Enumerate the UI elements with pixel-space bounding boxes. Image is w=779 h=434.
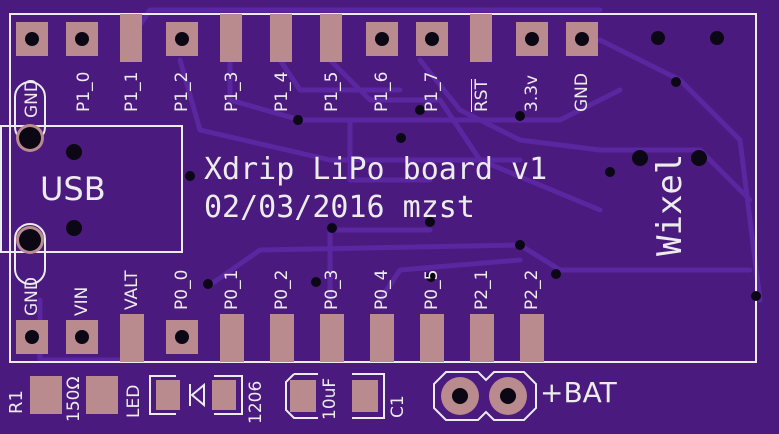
vias [185, 31, 761, 301]
pad-top-3[interactable] [120, 14, 142, 62]
label-c1: C1 [388, 395, 408, 418]
usb-label: USB [40, 170, 106, 208]
label-bottom-p0_0: P0_0 [172, 269, 192, 310]
pad-bottom-8[interactable] [370, 314, 394, 362]
top-header-pads [16, 14, 598, 62]
label-left-gnd-top: GND [22, 79, 42, 118]
pad-bottom-10[interactable] [470, 314, 494, 362]
pad-bottom-11[interactable] [520, 314, 544, 362]
label-top-p1_3: P1_3 [222, 71, 242, 112]
pad-bottom-6[interactable] [270, 314, 294, 362]
usb-hole-1 [66, 144, 82, 160]
label-bottom-p0_2: P0_2 [272, 269, 292, 310]
label-top-p1_2: P1_2 [172, 71, 192, 112]
c1-pad-1[interactable] [290, 380, 316, 412]
pad-top-7[interactable] [320, 14, 342, 62]
label-bottom-p2_2: P2_2 [522, 269, 542, 310]
label-bottom-p0_3: P0_3 [322, 269, 342, 310]
r1-pad-1[interactable] [30, 376, 62, 414]
usb-hole-2 [66, 220, 82, 236]
led-bracket-left [149, 375, 176, 415]
bottom-components [30, 376, 527, 415]
pad-bottom-5[interactable] [220, 314, 244, 362]
label-bottom-p0_1: P0_1 [222, 269, 242, 310]
gnd-bottom-slot [14, 223, 46, 285]
cap-outline-right [352, 373, 385, 419]
pad-top-6[interactable] [270, 14, 292, 62]
wixel-label: Wixel [650, 153, 690, 256]
label-bottom-p2_1: P2_1 [472, 269, 492, 310]
led-pad-1[interactable] [156, 380, 180, 410]
label-top-p1_5: P1_5 [322, 71, 342, 112]
r1-pad-2[interactable] [86, 376, 118, 414]
bottom-header-pads [16, 314, 544, 362]
label-bottom-p0_4: P0_4 [372, 269, 392, 310]
label-led: LED [124, 384, 144, 418]
battery-outline [433, 371, 537, 421]
label-r1-value: 150Ω [64, 376, 84, 422]
label-left-gnd-bottom: GND [22, 277, 42, 316]
label-r1: R1 [6, 390, 27, 414]
pad-bottom-3[interactable] [120, 314, 144, 362]
usb-outline [0, 125, 183, 253]
label-bottom-vin: VIN [72, 286, 92, 316]
label-cap-value: 10uF [320, 377, 340, 420]
led-pad-2[interactable] [212, 380, 236, 410]
led-bracket-right [214, 375, 243, 415]
board-title: Xdrip LiPo board v1 [204, 152, 548, 187]
label-battery: +BAT [540, 376, 617, 409]
label-top-gnd-right: GND [572, 73, 592, 112]
label-top-p1_7: P1_7 [422, 71, 442, 112]
cap-outline-left [285, 373, 318, 419]
label-top-p1_1: P1_1 [122, 71, 142, 112]
board-date-author: 02/03/2016 mzst [204, 190, 475, 225]
label-bottom-p0_5: P0_5 [422, 269, 442, 310]
c1-pad-2[interactable] [352, 380, 378, 412]
label-top-p1_6: P1_6 [372, 71, 392, 112]
label-top-p1_4: P1_4 [272, 71, 292, 112]
label-led-size: 1206 [246, 380, 266, 424]
pad-top-5[interactable] [220, 14, 242, 62]
label-top-3v3: 3.3v [522, 74, 542, 112]
led-diode-symbol [189, 382, 205, 408]
label-top-rst: RST [472, 79, 492, 112]
label-bottom-valt: VALT [122, 270, 142, 310]
usb-holes [16, 124, 82, 254]
pad-top-10[interactable] [470, 14, 492, 62]
pad-bottom-9[interactable] [420, 314, 444, 362]
pad-bottom-7[interactable] [320, 314, 344, 362]
label-top-p1_0: P1_0 [74, 71, 94, 112]
